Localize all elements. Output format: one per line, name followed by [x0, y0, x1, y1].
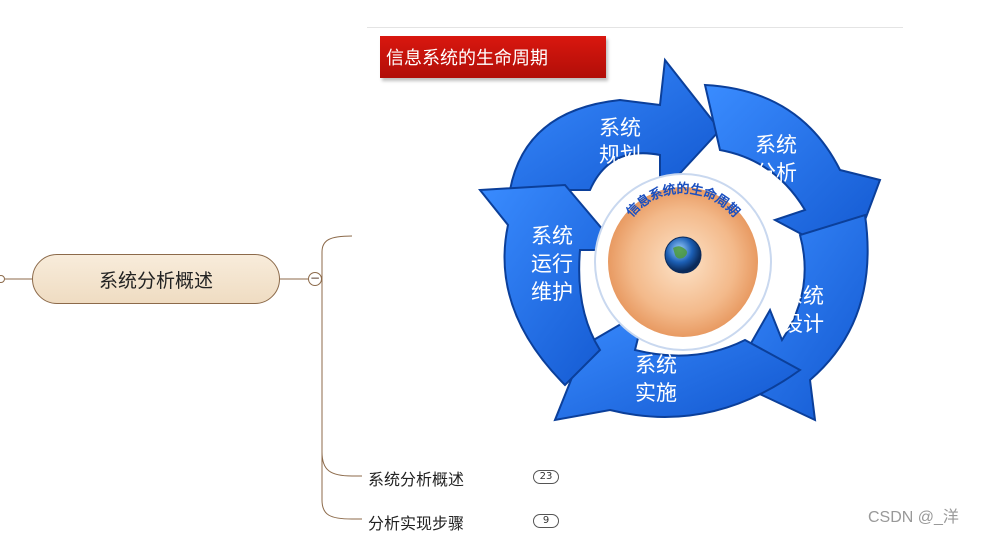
- collapse-toggle-button[interactable]: −: [308, 271, 322, 286]
- diagram-title-banner: 信息系统的生命周期: [380, 36, 606, 78]
- stage-arrow-planning: [508, 57, 722, 198]
- stage-design-line2: 设计: [782, 312, 824, 336]
- stage-operation-line3: 维护: [531, 280, 573, 304]
- child-topic-overview-label: 系统分析概述: [368, 470, 465, 489]
- stage-analysis-line2: 分析: [755, 161, 797, 185]
- stage-operation-line1: 系统: [531, 224, 573, 248]
- stage-arrow-analysis: [703, 83, 882, 262]
- watermark-text: CSDN @_洋: [868, 509, 959, 526]
- left-expand-handle[interactable]: [0, 275, 5, 283]
- stage-design-line1: 系统: [782, 284, 824, 308]
- stage-planning-line2: 规划: [599, 143, 641, 167]
- child-topic-overview-count-badge[interactable]: 23: [533, 470, 559, 484]
- stage-analysis-line1: 系统: [755, 133, 797, 157]
- stage-operation-line2: 运行: [531, 252, 573, 276]
- root-topic-node[interactable]: 系统分析概述: [32, 254, 280, 304]
- stage-implementation-line1: 系统: [635, 353, 677, 377]
- child-topic-steps[interactable]: 分析实现步骤: [368, 510, 464, 534]
- child-topic-steps-label: 分析实现步骤: [368, 514, 465, 533]
- diagram-title: 信息系统的生命周期: [386, 48, 548, 69]
- child-topic-overview[interactable]: 系统分析概述: [368, 466, 464, 490]
- stage-planning-line1: 系统: [599, 116, 641, 140]
- stage-implementation-line2: 实施: [635, 381, 677, 405]
- child-topic-steps-count-badge[interactable]: 9: [533, 514, 559, 528]
- stage-arrow-operation: [478, 183, 623, 387]
- stage-arrow-implementation: [553, 307, 802, 422]
- root-topic-label: 系统分析概述: [98, 269, 213, 292]
- lifecycle-cycle-diagram: 信息系统的生命周期 系统 规划 系统 分析 系统 设计 系统 实施 系统 运行 …: [478, 57, 882, 422]
